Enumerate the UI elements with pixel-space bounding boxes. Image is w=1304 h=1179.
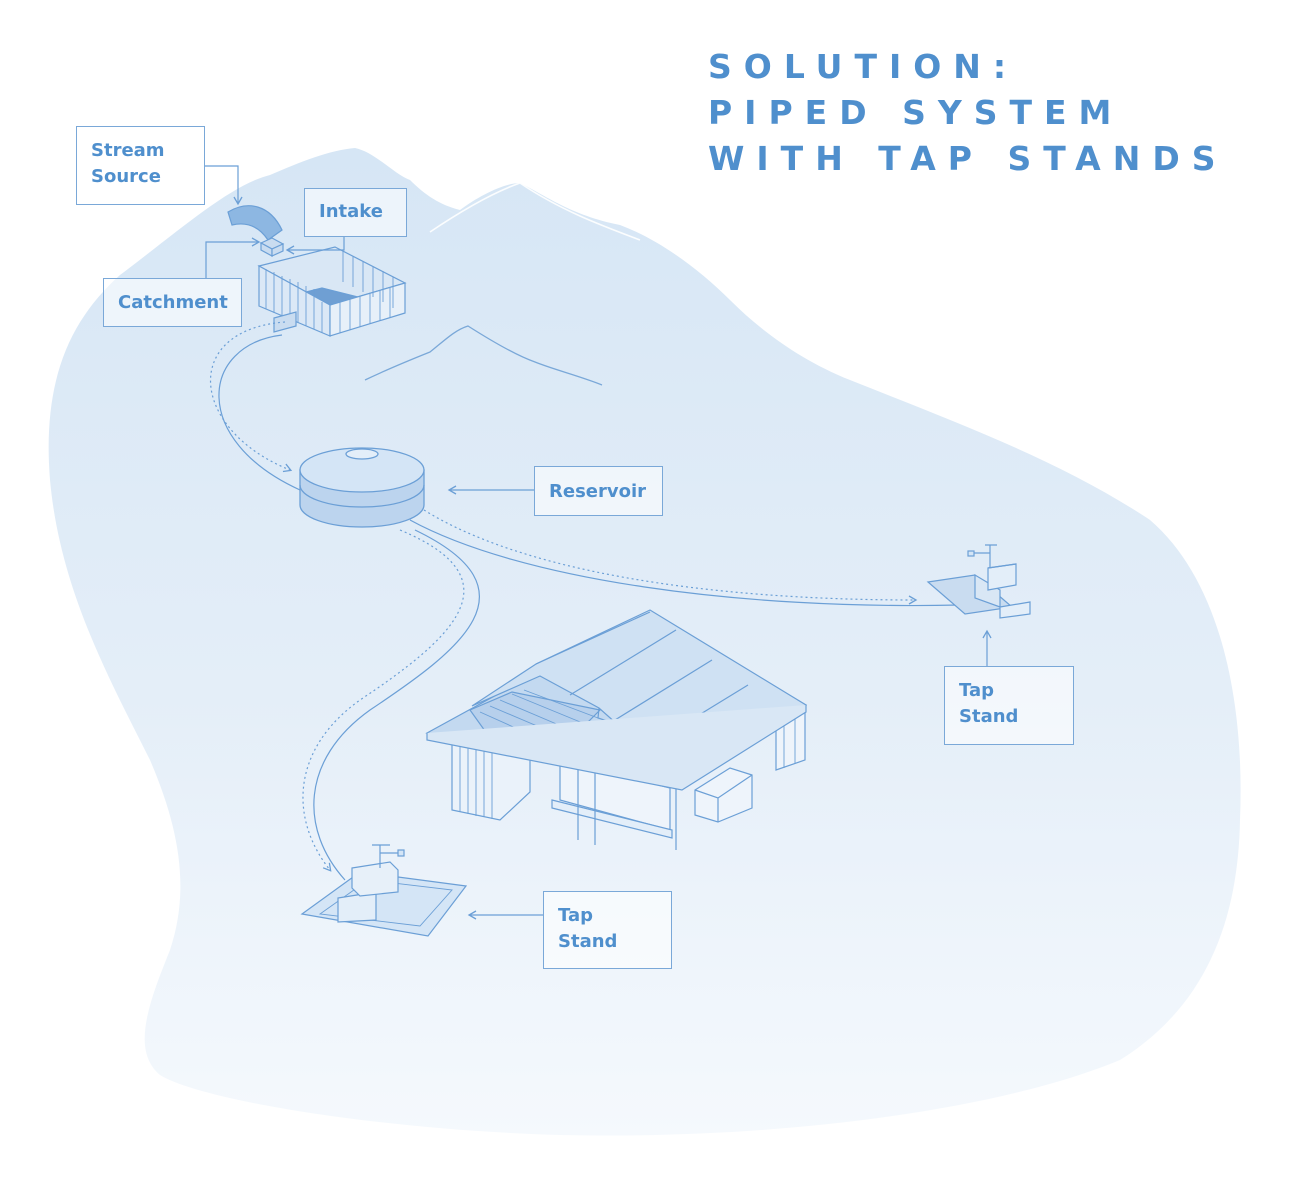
catchment-label-text: Catchment [118,292,228,313]
pipe-to-tap-stand-bottom-solid [313,529,481,881]
intake-label-text: Intake [319,201,383,222]
stream-source-leader [205,165,243,206]
diagram-title: SOLUTION: PIPED SYSTEM WITH TAP STANDS [708,44,1228,182]
tap-stand-right [926,544,1031,619]
catchment-label: Catchment [103,278,242,327]
tap-stand-bottom [300,844,468,937]
pipe-catchment-to-reservoir [210,321,293,473]
title-line-2: PIPED SYSTEM [708,93,1124,132]
pipe-to-tap-stand-bottom [302,529,465,872]
label-connectors [205,165,992,920]
reservoir-label-text: Reservoir [549,481,647,502]
tap-stand-bottom-label: Tap Stand [543,891,672,969]
intake-structure [259,237,285,258]
mountain-ridge-line [364,325,603,386]
intake-leader [285,236,345,255]
stream-flow [227,205,283,241]
tap-stand-right-label: Tap Stand [944,666,1074,745]
tap-stand-right-label-line2: Stand [959,706,1019,727]
stream-source-label-line1: Stream [91,140,165,161]
intake-label: Intake [304,188,407,237]
pipe-to-tap-stand-right [423,509,918,605]
reservoir-tank [299,447,425,528]
pipe-catchment-to-reservoir-solid [218,334,301,491]
pipe-to-tap-stand-right-solid [409,519,961,607]
catchment-leader [205,237,261,278]
stream-source-label: Stream Source [76,126,205,205]
mountain-ridge-back [429,182,641,241]
reservoir-label: Reservoir [534,466,663,516]
house [425,609,808,850]
tap-stand-bottom-label-line1: Tap [558,905,593,926]
catchment-structure [257,246,407,337]
tap-stand-bottom-label-line2: Stand [558,931,618,952]
title-line-3: WITH TAP STANDS [708,139,1228,178]
title-line-1: SOLUTION: [708,47,1019,86]
stream-source-label-line2: Source [91,166,161,187]
tap-stand-right-label-line1: Tap [959,680,994,701]
